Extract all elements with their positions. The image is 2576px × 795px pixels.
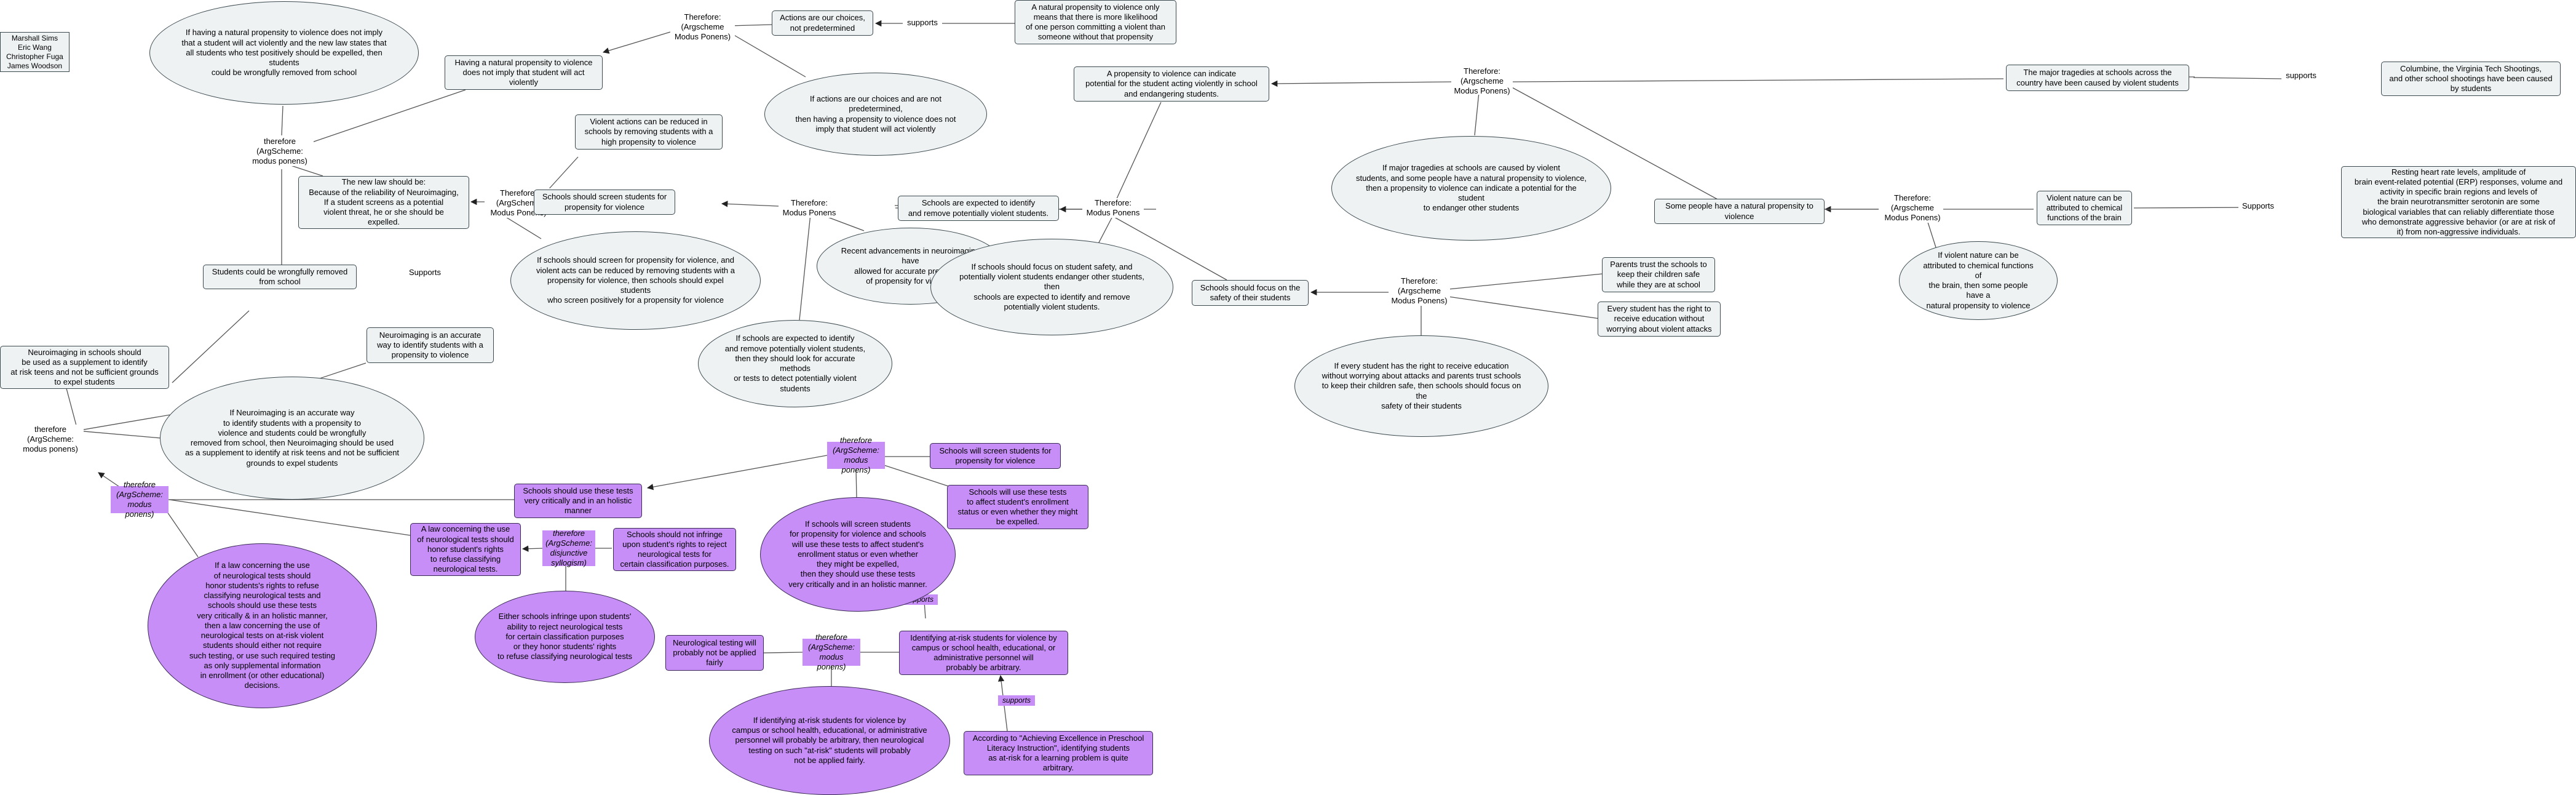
label-therefore-expected: Therefore: Modus Ponens xyxy=(779,198,840,218)
claim-use-tests-critically: Schools should use these tests very crit… xyxy=(514,484,642,518)
rule-either-infringe: Either schools infringe upon students' a… xyxy=(475,591,655,683)
rule-expected-accurate-tests: If schools are expected to identify and … xyxy=(698,320,892,407)
premise-achieving-excellence: According to "Achieving Excellence in Pr… xyxy=(964,731,1153,775)
label-supports-neuro: Supports xyxy=(406,267,444,278)
rule-will-screen: If schools will screen students for prop… xyxy=(760,497,956,612)
rule-identifying-arbitrary: If identifying at-risk students for viol… xyxy=(709,686,950,795)
label-therefore-top: Therefore: (Argscheme Modus Ponens) xyxy=(670,12,735,41)
rule-neuro-accurate: If Neuroimaging is an accurate way to id… xyxy=(160,377,424,500)
label-therefore-safety: Therefore: (Argscheme Modus Ponens) xyxy=(1389,276,1450,306)
premise-parents-trust: Parents trust the schools to keep their … xyxy=(1602,257,1715,292)
rule-violent-chemical: If violent nature can be attributed to c… xyxy=(1899,241,2058,320)
claim-violent-actions-reduced: Violent actions can be reduced in school… xyxy=(575,114,723,150)
label-therefore-focus: Therefore: Modus Ponens xyxy=(1082,198,1144,218)
rule-law-concerning: If a law concerning the use of neurologi… xyxy=(148,543,377,708)
premise-every-student-right: Every student has the right to receive e… xyxy=(1598,302,1721,337)
rule-every-student-right: If every student has the right to receiv… xyxy=(1294,335,1548,437)
rule-major-tragedies: If major tragedies at schools are caused… xyxy=(1331,136,1611,241)
rule-choices-not-predetermined: If actions are our choices and are not p… xyxy=(764,73,987,156)
claim-neuro-supplement: Neuroimaging in schools should be used a… xyxy=(0,346,169,389)
label-p-therefore-disjunctive: therefore (ArgScheme: disjunctive syllog… xyxy=(542,529,595,567)
claim-not-applied-fairly: Neurological testing will probably not b… xyxy=(665,635,764,671)
claim-actions-are-choices: Actions are our choices, not predetermin… xyxy=(772,10,873,36)
label-supports-resting-heart: Supports xyxy=(2238,201,2278,212)
label-therefore-major: Therefore: (Argscheme Modus Ponens) xyxy=(1451,66,1513,95)
claim-neuro-accurate: Neuroimaging is an accurate way to ident… xyxy=(367,327,494,363)
rule-natural-propensity-wrongful: If having a natural propensity to violen… xyxy=(149,1,419,105)
claim-new-law: The new law should be: Because of the re… xyxy=(298,176,469,229)
premise-natural-propensity-likelihood: A natural propensity to violence only me… xyxy=(1015,0,1176,44)
claim-major-tragedies: The major tragedies at schools across th… xyxy=(2006,65,2189,91)
authors-box: Marshall Sims Eric Wang Christopher Fuga… xyxy=(0,32,69,72)
label-therefore-left: therefore (ArgScheme: modus ponens) xyxy=(246,137,314,166)
premise-columbine: Columbine, the Virginia Tech Shootings, … xyxy=(2381,62,2561,96)
label-therefore-neuro: therefore (ArgScheme: modus ponens) xyxy=(17,425,84,454)
label-supports-columbine: supports xyxy=(2281,70,2321,81)
claim-law-honor-rights: A law concerning the use of neurological… xyxy=(410,523,521,576)
claim-not-infringe: Schools should not infringe upon student… xyxy=(613,528,736,571)
label-therefore-natural: Therefore: (Argscheme Modus Ponens) xyxy=(1882,193,1943,223)
claim-wrongfully-removed: Students could be wrongfully removed fro… xyxy=(203,265,357,289)
label-p-supports-2: supports xyxy=(998,695,1035,706)
claim-screen-for-propensity: Schools should screen students for prope… xyxy=(534,190,675,215)
claim-will-affect-enrollment: Schools will use these tests to affect s… xyxy=(947,485,1088,529)
label-supports-choices: supports xyxy=(903,17,942,28)
claim-focus-safety: Schools should focus on the safety of th… xyxy=(1192,280,1309,306)
claim-violent-nature-chemical: Violent nature can be attributed to chem… xyxy=(2037,191,2132,225)
claim-propensity-not-imply-violence: Having a natural propensity to violence … xyxy=(445,55,603,90)
rule-focus-safety: If schools should focus on student safet… xyxy=(930,239,1173,335)
claim-identifying-arbitrary: Identifying at-risk students for violenc… xyxy=(899,631,1068,675)
claim-expected-identify-remove: Schools are expected to identify and rem… xyxy=(898,196,1059,221)
premise-resting-heart-rate: Resting heart rate levels, amplitude of … xyxy=(2341,166,2576,238)
claim-will-screen-students: Schools will screen students for propens… xyxy=(930,443,1061,469)
label-p-therefore-law: therefore (ArgScheme: modus ponens) xyxy=(111,480,168,519)
claim-propensity-indicates-potential: A propensity to violence can indicate po… xyxy=(1074,66,1269,102)
label-p-therefore-screen: therefore (ArgScheme: modus ponens) xyxy=(827,436,885,474)
claim-some-natural-propensity: Some people have a natural propensity to… xyxy=(1654,199,1825,224)
rule-screen-expel: If schools should screen for propensity … xyxy=(510,231,761,330)
label-p-therefore-fair: therefore (ArgScheme: modus ponens) xyxy=(803,633,860,671)
